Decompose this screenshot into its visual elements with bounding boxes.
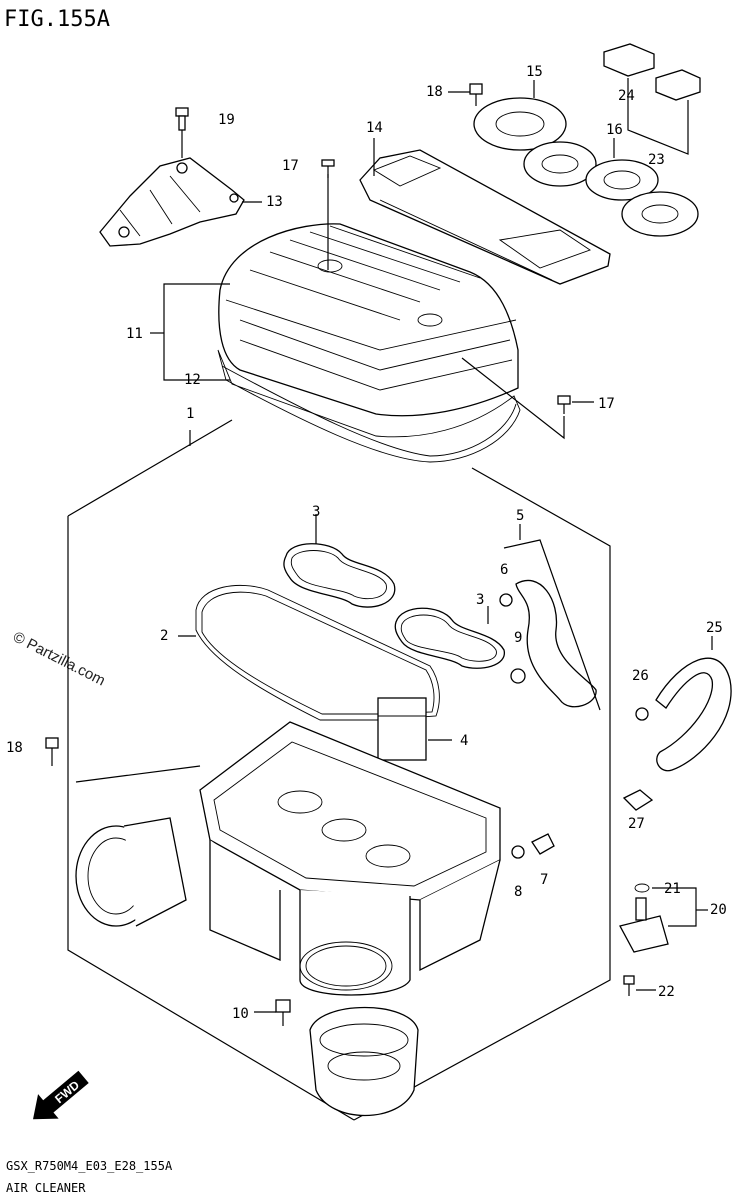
filter-element-4: [377, 697, 427, 761]
intake-boot-left: [75, 817, 187, 927]
bolt-18-top: [469, 83, 483, 106]
figure-name: AIR CLEANER: [6, 1181, 86, 1195]
intake-funnel-16: [585, 159, 699, 237]
callout-14: 14: [366, 120, 383, 136]
callout-18-top: 18: [426, 84, 443, 100]
callout-3-upper: 3: [312, 504, 320, 520]
callout-20: 20: [710, 902, 727, 918]
intake-funnel-15: [473, 97, 597, 187]
callout-4: 4: [460, 733, 468, 749]
callout-16: 16: [606, 122, 623, 138]
hose-25: [655, 657, 732, 772]
watermark: © Partzilla.com: [10, 628, 108, 689]
bolt-19: [175, 107, 189, 131]
callout-10: 10: [232, 1006, 249, 1022]
callout-7: 7: [540, 872, 548, 888]
callout-3-lower: 3: [476, 592, 484, 608]
callout-22: 22: [658, 984, 675, 1000]
screw-17-top: [321, 159, 335, 178]
callout-9: 9: [514, 630, 522, 646]
callout-15: 15: [526, 64, 543, 80]
ring-3-upper: [283, 543, 396, 608]
callout-2: 2: [160, 628, 168, 644]
callout-18-left: 18: [6, 740, 23, 756]
gasket-2: [195, 584, 440, 721]
intake-funnel-bottom: [309, 1006, 419, 1117]
callout-23: 23: [648, 152, 665, 168]
figure-code: GSX_R750M4_E03_E28_155A: [6, 1159, 173, 1173]
callout-25: 25: [706, 620, 723, 636]
cap-7: [531, 833, 555, 855]
bracket-13: [99, 157, 245, 247]
sensor-24: [603, 43, 655, 77]
o-ring-21: [634, 883, 650, 893]
clamp-27: [622, 789, 654, 811]
clamp-6: [499, 593, 513, 607]
clamp-9: [510, 668, 526, 684]
ring-3-lower: [394, 607, 505, 669]
bolt-10: [275, 999, 291, 1026]
figure-title: FIG.155A: [4, 7, 110, 32]
sensor-23: [655, 69, 701, 101]
gasket-12: [217, 349, 521, 463]
screw-22: [623, 975, 635, 996]
screw-17-right: [557, 395, 571, 414]
callout-8: 8: [514, 884, 522, 900]
callout-17-right: 17: [598, 396, 615, 412]
callout-17-top: 17: [282, 158, 299, 174]
air-cleaner-cover-11: [218, 223, 519, 417]
callout-21: 21: [664, 881, 681, 897]
callout-24: 24: [618, 88, 635, 104]
callout-5: 5: [516, 508, 524, 524]
drain-plug-20: [619, 897, 669, 953]
clamp-8: [511, 845, 525, 859]
hose-5: [515, 579, 597, 708]
intake-duct-14: [359, 149, 611, 285]
callout-13: 13: [266, 194, 283, 210]
seal-ring: [299, 941, 393, 991]
callout-1: 1: [186, 406, 194, 422]
callout-labels: 1 2 3 3 4 5 6 7 8 9 10 11 12 13 14 15 16…: [6, 64, 727, 1022]
bolt-18-left: [45, 737, 59, 766]
callout-6: 6: [500, 562, 508, 578]
fwd-direction-arrow: FWD: [33, 1070, 89, 1120]
callout-12: 12: [184, 372, 201, 388]
clamp-26: [635, 707, 649, 721]
air-cleaner-case-1: [199, 721, 501, 996]
callout-19: 19: [218, 112, 235, 128]
callout-27: 27: [628, 816, 645, 832]
callout-11: 11: [126, 326, 143, 342]
callout-26: 26: [632, 668, 649, 684]
